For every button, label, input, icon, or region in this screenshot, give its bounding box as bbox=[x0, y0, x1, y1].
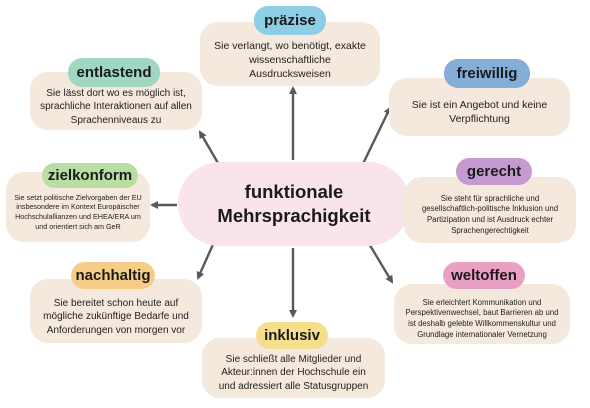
card-praezise: Sie verlangt, wo benötigt, exakte wissen… bbox=[200, 22, 380, 86]
card-praezise-text: Sie verlangt, wo benötigt, exakte wissen… bbox=[214, 39, 366, 81]
arrow-to-weltoffen bbox=[366, 241, 394, 284]
badge-gerecht: gerecht bbox=[456, 158, 532, 185]
badge-nachhaltig: nachhaltig bbox=[71, 262, 155, 289]
card-nachhaltig-text: Sie bereitet schon heute auf mögliche zu… bbox=[43, 297, 189, 336]
badge-weltoffen-label: weltoffen bbox=[451, 267, 517, 284]
badge-entlastend: entlastend bbox=[68, 58, 160, 87]
center-title: funktionale Mehrsprachigkeit bbox=[217, 180, 371, 226]
badge-praezise: präzise bbox=[254, 6, 326, 35]
card-weltoffen: Sie erleichtert Kommunikation und Perspe… bbox=[394, 284, 570, 344]
badge-praezise-label: präzise bbox=[264, 12, 316, 29]
card-gerecht-text: Sie steht für sprachliche und gesellscha… bbox=[421, 193, 559, 235]
arrow-to-nachhaltig bbox=[196, 239, 217, 280]
badge-zielkonform-label: zielkonform bbox=[47, 167, 133, 184]
badge-weltoffen: weltoffen bbox=[443, 262, 525, 289]
card-inklusiv-text: Sie schließt alle Mitglieder und Akteur:… bbox=[218, 353, 369, 392]
badge-nachhaltig-label: nachhaltig bbox=[75, 267, 151, 284]
badge-freiwillig-label: freiwillig bbox=[456, 65, 518, 82]
card-nachhaltig: Sie bereitet schon heute auf mögliche zu… bbox=[30, 279, 202, 343]
badge-zielkonform: zielkonform bbox=[42, 163, 138, 188]
card-entlastend: Sie lässt dort wo es möglich ist, sprach… bbox=[30, 72, 202, 130]
card-weltoffen-text: Sie erleichtert Kommunikation und Perspe… bbox=[405, 297, 559, 339]
arrow-to-freiwillig bbox=[358, 106, 392, 171]
card-zielkonform-text: Sie setzt politische Zielvorgaben der EU… bbox=[14, 192, 142, 231]
badge-gerecht-label: gerecht bbox=[466, 163, 522, 180]
badge-freiwillig: freiwillig bbox=[444, 59, 530, 88]
card-freiwillig-text: Sie ist ein Angebot und keine Verpflicht… bbox=[411, 98, 548, 125]
card-gerecht: Sie steht für sprachliche und gesellscha… bbox=[404, 177, 576, 243]
badge-inklusiv-label: inklusiv bbox=[264, 327, 320, 344]
center-node: funktionale Mehrsprachigkeit bbox=[178, 162, 410, 246]
card-entlastend-text: Sie lässt dort wo es möglich ist, sprach… bbox=[40, 87, 192, 126]
badge-inklusiv: inklusiv bbox=[256, 322, 328, 349]
badge-entlastend-label: entlastend bbox=[76, 64, 152, 81]
